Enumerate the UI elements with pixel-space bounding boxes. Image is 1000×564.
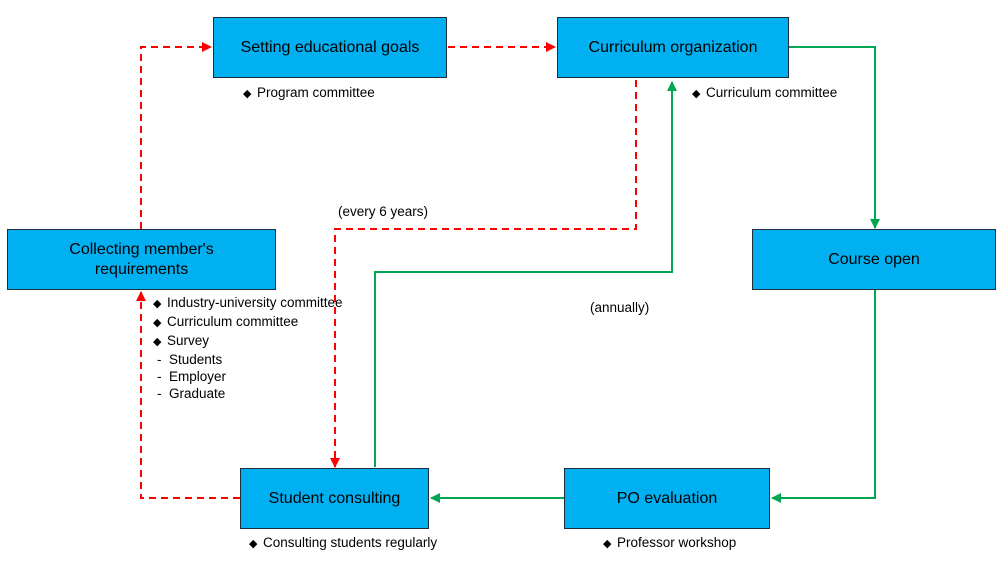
label-every-6-years: (every 6 years) [338,204,429,219]
box-collecting-requirements: Collecting member's requirements [7,229,276,290]
dash-icon: - [157,352,162,367]
box-course-open: Course open [752,229,996,290]
label-annually: (annually) [590,300,650,315]
note-consulting-students: ◆ Consulting students regularly [249,534,437,553]
arrow-collecting-to-goals [140,42,212,229]
diamond-bullet-icon: ◆ [249,538,258,550]
diamond-bullet-icon: ◆ [153,298,162,310]
note-text: Program committee [257,85,375,100]
box-label: Student consulting [268,489,401,507]
arrow-course-to-po [771,290,876,503]
diamond-bullet-icon: ◆ [243,88,252,100]
diamond-bullet-icon: ◆ [603,538,612,550]
box-label: Collecting member's requirements [69,240,214,278]
diamond-bullet-icon: ◆ [692,88,701,100]
note-curriculum-committee: ◆ Curriculum committee [692,84,837,103]
sub-list-item: - Employer [157,369,227,384]
box-label: Setting educational goals [240,38,420,56]
dash-icon: - [157,369,162,384]
box-curriculum-organization: Curriculum organization [557,17,789,78]
note-professor-workshop: ◆ Professor workshop [603,534,736,553]
sub-list-item: - Graduate [157,386,226,401]
dash-icon: - [157,386,162,401]
sub-list-item: - Students [157,352,223,367]
diamond-bullet-icon: ◆ [153,317,162,329]
note-text: Consulting students regularly [263,535,438,550]
box-po-evaluation: PO evaluation [564,468,770,529]
diamond-bullet-icon: ◆ [153,336,162,348]
note-requirements-list: ◆Industry-university committee ◆Curricul… [153,294,343,402]
arrow-curriculum-to-consulting [330,80,637,468]
list-item: ◆Survey [153,332,343,351]
arrow-consulting-to-curriculum [374,81,677,467]
box-label: PO evaluation [616,489,718,507]
note-text: Professor workshop [617,535,737,550]
note-text: Curriculum committee [706,85,838,100]
arrow-consulting-to-collecting [136,291,240,499]
arrow-curriculum-to-course [789,46,880,229]
note-program-committee: ◆ Program committee [243,84,375,103]
list-item: ◆Curriculum committee [153,313,343,332]
list-item: ◆Industry-university committee [153,294,343,313]
box-label: Curriculum organization [588,38,758,56]
box-student-consulting: Student consulting [240,468,429,529]
box-setting-educational-goals: Setting educational goals [213,17,447,78]
box-label: Course open [828,250,920,268]
